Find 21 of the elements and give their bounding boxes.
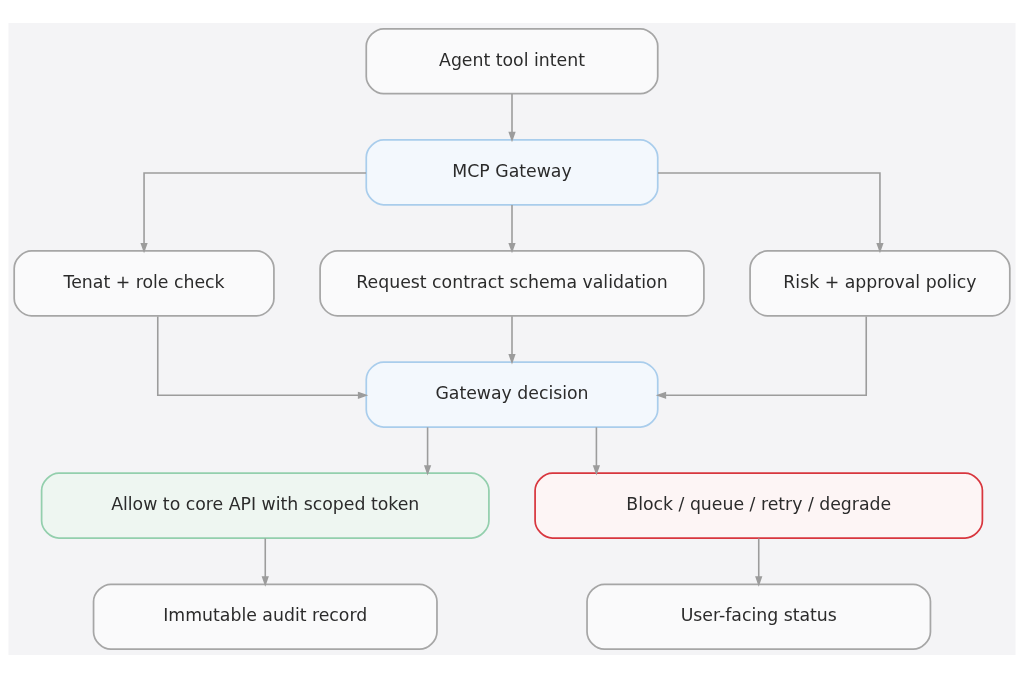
node-box: Request contract schema validation xyxy=(319,249,705,317)
node-box: Immutable audit record xyxy=(92,582,438,650)
arrow xyxy=(508,314,516,364)
arrow xyxy=(140,171,367,253)
arrow xyxy=(657,171,884,253)
node-box: Tenat + role check xyxy=(13,249,275,317)
arrow xyxy=(508,203,516,253)
node-box: Allow to core API with scoped token xyxy=(40,471,490,539)
node-box: MCP Gateway xyxy=(365,138,659,206)
arrow xyxy=(508,92,516,142)
arrow xyxy=(655,315,868,399)
arrow xyxy=(423,426,432,476)
node-box: Gateway decision xyxy=(365,360,659,428)
arrow xyxy=(156,315,369,399)
arrow xyxy=(755,537,763,587)
node-box: Risk + approval policy xyxy=(749,249,1011,317)
node-box: User-facing status xyxy=(586,582,932,650)
arrow xyxy=(592,426,601,476)
arrow xyxy=(261,537,269,587)
node-box: Agent tool intent xyxy=(365,27,659,95)
node-box: Block / queue / retry / degrade xyxy=(534,471,984,539)
